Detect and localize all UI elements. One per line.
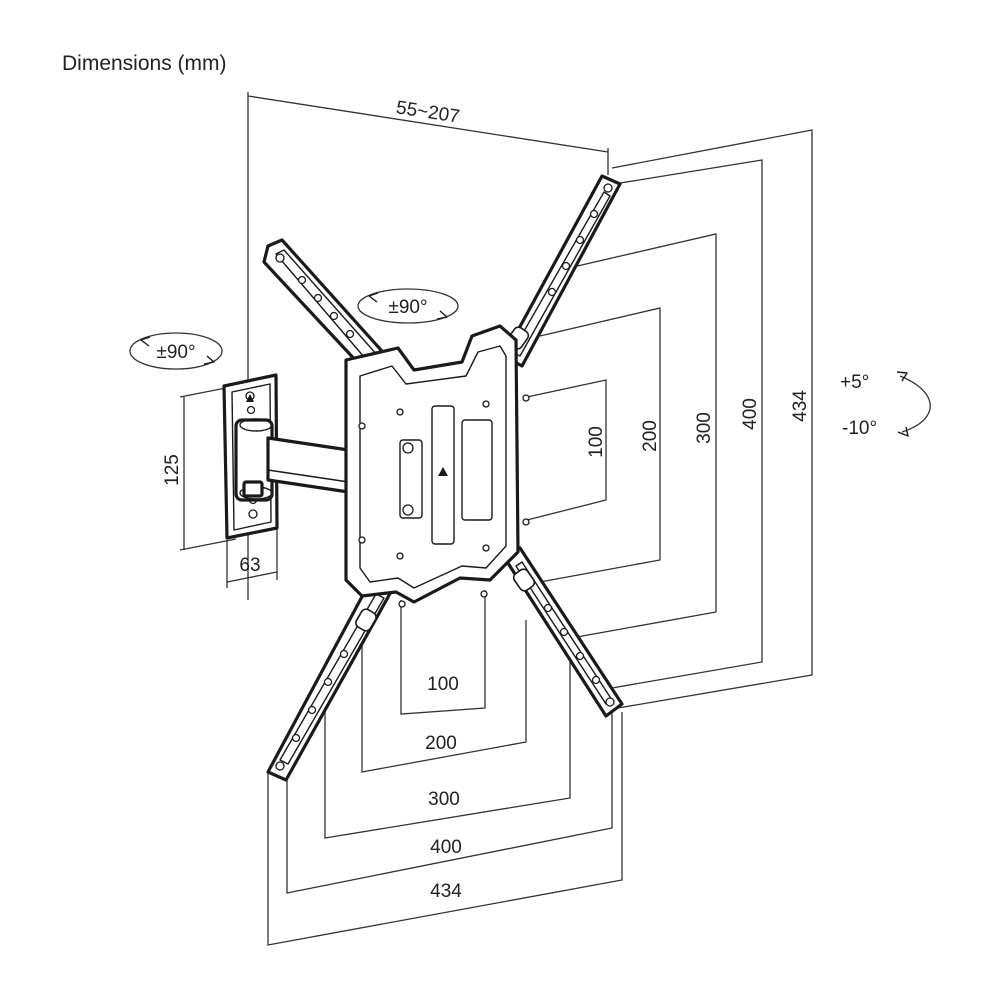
swivel-plate-label: ±90° xyxy=(388,297,427,318)
vesa-horizontal-labels: 100 200 300 400 434 xyxy=(425,674,462,902)
rotation-arrow-icon xyxy=(140,336,151,347)
up-arrow-icon xyxy=(246,394,254,402)
plate-width-label: 63 xyxy=(239,555,260,576)
vesa-lower-left-arm xyxy=(266,576,394,782)
rotation-arrow-icon xyxy=(203,355,215,365)
tilt-down-label: -10° xyxy=(842,418,877,439)
vesa-v-100: 100 xyxy=(586,426,607,458)
vesa-v-300: 300 xyxy=(694,412,715,444)
tilt-arrow-up-icon xyxy=(896,371,908,382)
vesa-v-400: 400 xyxy=(740,398,761,430)
depth-label: 55~207 xyxy=(395,97,461,128)
vesa-vertical-frames xyxy=(526,129,813,709)
vesa-horizontal-frames xyxy=(267,590,623,946)
vesa-h-434: 434 xyxy=(430,881,462,902)
diagram-title: Dimensions (mm) xyxy=(62,52,227,75)
vesa-h-400: 400 xyxy=(430,837,462,858)
swivel-arm xyxy=(234,418,364,502)
tilt-arc-icon xyxy=(899,375,931,433)
vesa-h-100: 100 xyxy=(427,674,459,695)
vesa-h-300: 300 xyxy=(428,789,460,810)
rotation-arrow-icon xyxy=(436,310,448,320)
swivel-arm-rotation: ±90° xyxy=(129,332,223,370)
plate-height-label: 125 xyxy=(162,454,183,486)
tilt-indicator: +5° -10° xyxy=(840,371,931,439)
vesa-v-200: 200 xyxy=(640,420,661,452)
up-arrow-icon xyxy=(438,467,448,476)
vesa-vertical-labels: 100 200 300 400 434 xyxy=(586,390,811,458)
plate-dimensions: 125 63 xyxy=(162,385,278,588)
swivel-arm-label: ±90° xyxy=(156,342,195,363)
vesa-h-200: 200 xyxy=(425,733,457,754)
rotation-arrow-icon xyxy=(368,292,379,303)
tilt-up-label: +5° xyxy=(840,372,869,393)
tilt-arrow-down-icon xyxy=(897,426,909,437)
vesa-upper-right-arm xyxy=(502,174,622,368)
vesa-center-plate xyxy=(344,324,530,608)
vesa-v-434: 434 xyxy=(790,390,811,422)
swivel-plate-rotation: ±90° xyxy=(357,288,459,324)
